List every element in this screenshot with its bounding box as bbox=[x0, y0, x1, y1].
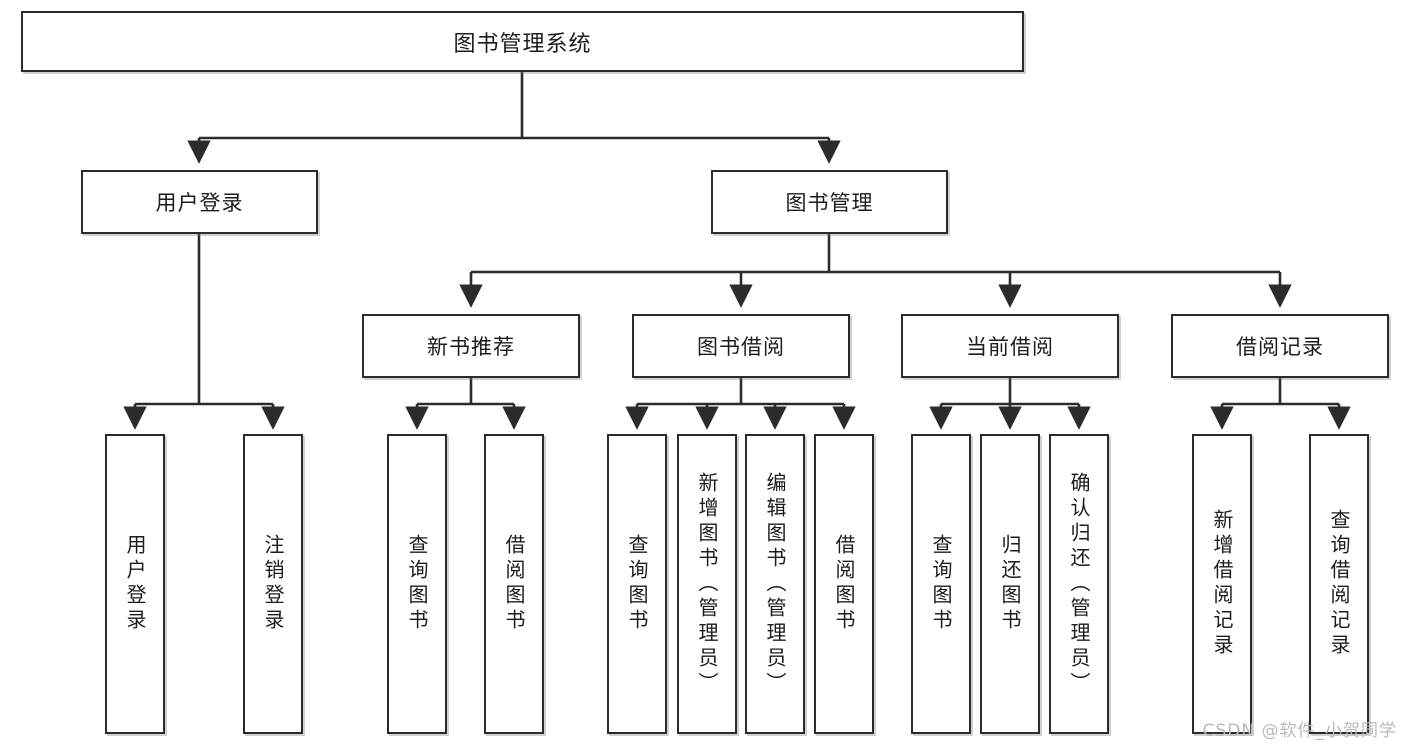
node-leaf-add-book[interactable]: 新增图书（管理员） bbox=[677, 434, 737, 734]
node-label: 注销登录 bbox=[261, 534, 285, 634]
node-label: 图书借阅 bbox=[697, 335, 785, 359]
node-book-management[interactable]: 图书管理 bbox=[711, 170, 948, 234]
node-root-system[interactable]: 图书管理系统 bbox=[21, 11, 1024, 72]
node-label: 查询图书 bbox=[625, 534, 649, 634]
node-label: 用户登录 bbox=[155, 191, 244, 215]
node-label: 用户登录 bbox=[123, 534, 147, 634]
node-label: 借阅记录 bbox=[1236, 335, 1324, 359]
node-leaf-logout[interactable]: 注销登录 bbox=[243, 434, 303, 734]
node-label: 图书管理 bbox=[785, 191, 874, 215]
node-label: 查询图书 bbox=[405, 534, 429, 634]
node-leaf-edit-book[interactable]: 编辑图书（管理员） bbox=[745, 434, 805, 734]
node-leaf-query-book-2[interactable]: 查询图书 bbox=[607, 434, 667, 734]
node-label: 归还图书 bbox=[998, 534, 1022, 634]
node-label: 新书推荐 bbox=[427, 335, 515, 359]
node-label: 新增图书（管理员） bbox=[695, 471, 719, 697]
node-label: 编辑图书（管理员） bbox=[763, 471, 787, 697]
node-book-borrow[interactable]: 图书借阅 bbox=[632, 314, 850, 378]
node-current-borrow[interactable]: 当前借阅 bbox=[901, 314, 1119, 378]
node-borrow-record[interactable]: 借阅记录 bbox=[1171, 314, 1389, 378]
node-label: 借阅图书 bbox=[832, 534, 856, 634]
node-label: 当前借阅 bbox=[966, 335, 1054, 359]
node-leaf-query-book-3[interactable]: 查询图书 bbox=[911, 434, 971, 734]
node-leaf-borrow-book-1[interactable]: 借阅图书 bbox=[484, 434, 544, 734]
node-leaf-borrow-book-2[interactable]: 借阅图书 bbox=[814, 434, 874, 734]
node-leaf-query-book-1[interactable]: 查询图书 bbox=[387, 434, 447, 734]
node-label: 新增借阅记录 bbox=[1210, 509, 1234, 659]
node-label: 借阅图书 bbox=[502, 534, 526, 634]
node-leaf-user-login[interactable]: 用户登录 bbox=[105, 434, 165, 734]
node-leaf-confirm-return[interactable]: 确认归还（管理员） bbox=[1049, 434, 1109, 734]
node-leaf-query-record[interactable]: 查询借阅记录 bbox=[1309, 434, 1369, 734]
node-label: 查询借阅记录 bbox=[1327, 509, 1351, 659]
node-label: 查询图书 bbox=[929, 534, 953, 634]
node-new-book-recommend[interactable]: 新书推荐 bbox=[362, 314, 580, 378]
node-label: 图书管理系统 bbox=[453, 31, 592, 57]
node-label: 确认归还（管理员） bbox=[1067, 471, 1091, 697]
node-user-login[interactable]: 用户登录 bbox=[81, 170, 318, 234]
node-leaf-add-record[interactable]: 新增借阅记录 bbox=[1192, 434, 1252, 734]
node-leaf-return-book[interactable]: 归还图书 bbox=[980, 434, 1040, 734]
